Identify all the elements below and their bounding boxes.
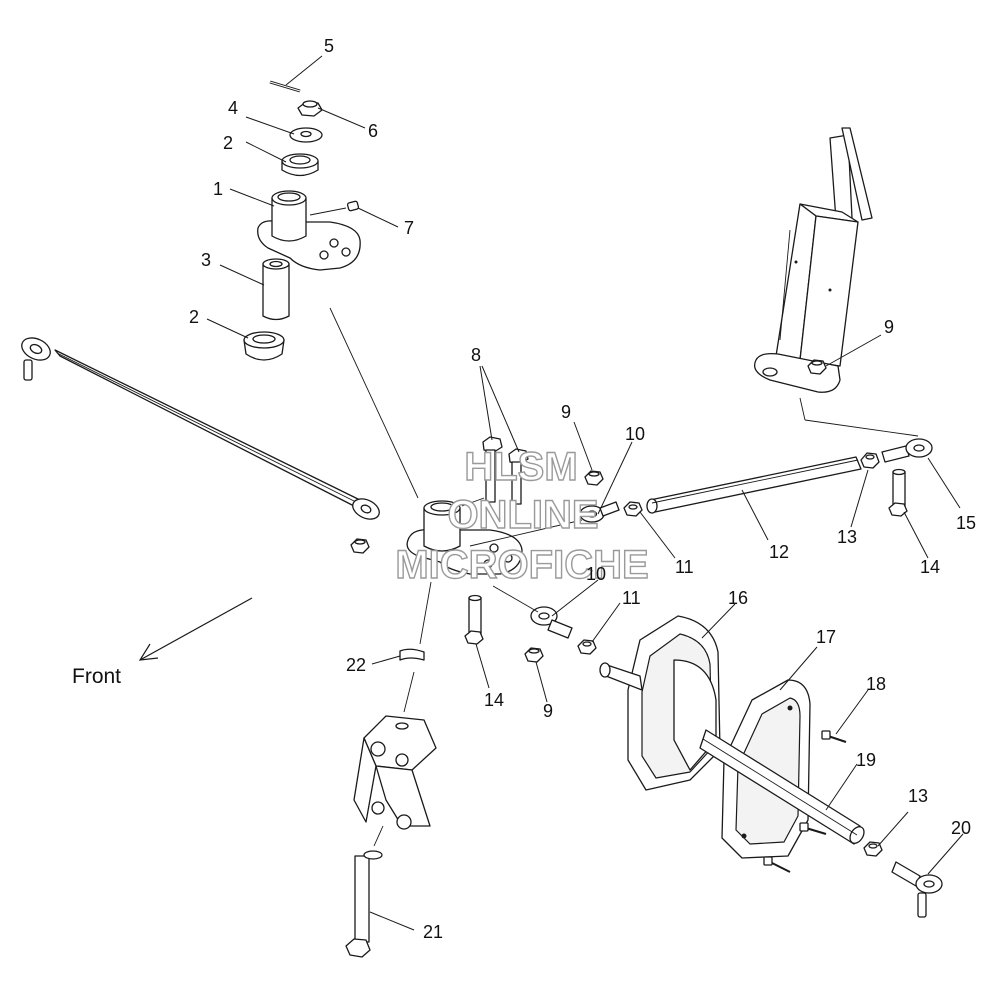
bolt-lower xyxy=(464,594,484,645)
hex-nut-column xyxy=(807,359,827,375)
hex-nut-lower xyxy=(524,647,544,663)
bushing-top xyxy=(281,153,319,177)
bolt-right xyxy=(888,468,908,517)
spacer-tube xyxy=(262,258,290,321)
callout-14-right: 14 xyxy=(920,557,940,577)
callout-2-bottom: 2 xyxy=(189,307,199,327)
callout-5: 5 xyxy=(324,36,334,56)
callout-13-lower: 13 xyxy=(908,786,928,806)
long-bolt xyxy=(345,850,383,958)
tie-rod-short xyxy=(646,456,862,514)
hex-nut-left xyxy=(350,538,370,554)
steering-shaft xyxy=(699,729,865,845)
rod-end-bottom xyxy=(891,861,943,918)
watermark-line-1: HLSM xyxy=(464,445,577,489)
screws xyxy=(763,730,847,873)
callout-11-lower: 11 xyxy=(622,588,641,608)
callout-11-upper: 11 xyxy=(675,557,694,577)
callout-20: 20 xyxy=(951,818,971,838)
rod-end-right xyxy=(881,438,933,463)
cover-plate xyxy=(627,615,721,791)
callout-8: 8 xyxy=(471,345,481,365)
front-label: Front xyxy=(72,665,121,688)
jam-nut-bottom xyxy=(863,841,883,857)
set-screw xyxy=(346,200,360,212)
callout-17: 17 xyxy=(816,627,836,647)
jam-nut-upper xyxy=(623,501,643,517)
callout-3: 3 xyxy=(201,250,211,270)
washer xyxy=(289,127,323,143)
callout-4: 4 xyxy=(228,98,238,118)
watermark-line-3: MICROFICHE xyxy=(395,543,648,587)
callout-10-lower: 10 xyxy=(586,564,606,584)
watermark-line-2: ONLINE xyxy=(447,493,598,537)
callout-15: 15 xyxy=(956,513,976,533)
hex-nut-mid xyxy=(584,470,604,486)
callout-12: 12 xyxy=(769,542,789,562)
callout-9-mid: 9 xyxy=(561,402,571,422)
callout-14-lower: 14 xyxy=(484,690,504,710)
watermark: HLSM ONLINE MICROFICHE xyxy=(395,444,650,587)
jam-nut-lower xyxy=(577,639,597,655)
cotter-pin xyxy=(269,80,301,93)
callout-16: 16 xyxy=(728,588,748,608)
callout-2-top: 2 xyxy=(223,133,233,153)
woodruff-key xyxy=(399,648,425,661)
leader-lines xyxy=(206,55,964,931)
callout-19: 19 xyxy=(856,750,876,770)
callout-22: 22 xyxy=(346,655,366,675)
callout-9-lower: 9 xyxy=(543,701,553,721)
pivot-block xyxy=(353,715,437,830)
callout-18: 18 xyxy=(866,674,886,694)
callout-6: 6 xyxy=(368,121,378,141)
callout-21: 21 xyxy=(423,922,443,942)
callout-1: 1 xyxy=(213,179,223,199)
callout-7: 7 xyxy=(404,218,414,238)
bushing-bottom xyxy=(243,331,285,361)
steering-bracket-upper xyxy=(257,190,361,271)
jam-nut-right xyxy=(860,452,880,469)
tie-rod-long xyxy=(21,337,380,520)
callout-13-right: 13 xyxy=(837,527,857,547)
shaft-stub xyxy=(599,662,643,691)
front-direction-arrow xyxy=(138,597,253,661)
callout-10-upper: 10 xyxy=(625,424,645,444)
callout-9-column: 9 xyxy=(884,317,894,337)
callout-labels: 5 4 6 2 1 7 3 2 8 9 10 11 12 9 13 15 14 … xyxy=(189,36,976,942)
rod-end-upper xyxy=(579,501,620,523)
bolt-pair xyxy=(482,436,529,505)
steering-column xyxy=(753,127,873,393)
assembly-lines xyxy=(329,307,919,847)
